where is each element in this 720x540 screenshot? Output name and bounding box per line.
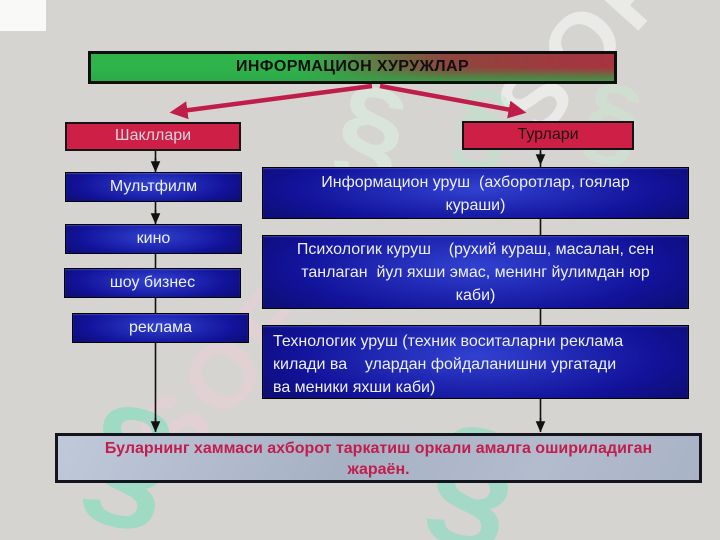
left-branch-item: кино: [65, 224, 242, 254]
arrow-title-to-shakllari: [169, 83, 373, 120]
corner-artifact: [0, 0, 46, 31]
footer-box: Буларнинг хаммаси ахборот таркатиш оркал…: [55, 433, 702, 483]
branch-header-shakllari: Шакллари: [65, 122, 241, 151]
right-branch-item: Информацион уруш (ахборотлар, гоялар кур…: [262, 167, 689, 219]
arrow-title-to-turlari: [379, 83, 527, 119]
branch-header-turlari: Турлари: [462, 121, 634, 150]
left-branch-item: шоу бизнес: [64, 268, 241, 298]
title-box: ИНФОРМАЦИОН ХУРУЖЛАР: [88, 51, 617, 84]
right-branch-item: Технологик уруш (техник воситаларни рекл…: [262, 325, 689, 399]
left-branch-item: Мультфилм: [65, 172, 242, 202]
left-branch-item: реклама: [72, 313, 249, 343]
right-branch-item: Психологик куруш (рухий кураш, масалан, …: [262, 235, 689, 309]
